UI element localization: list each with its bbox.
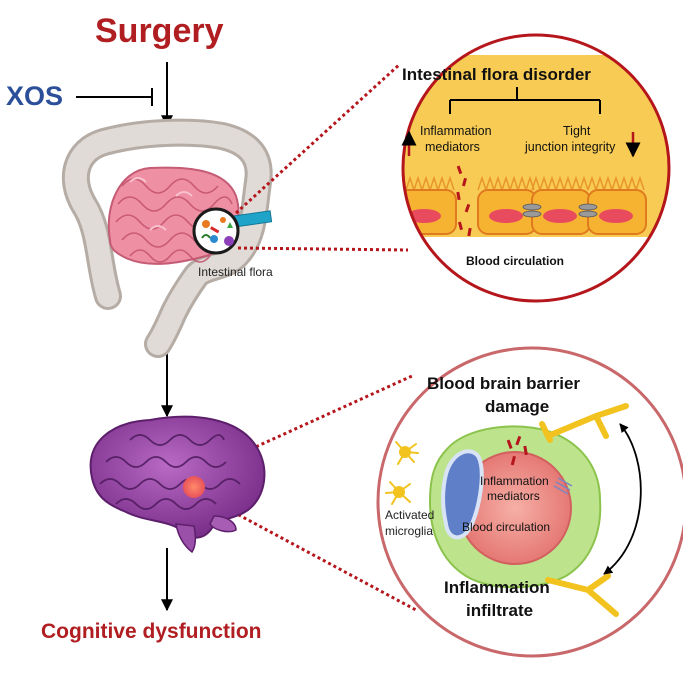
brain-illustration (89, 415, 266, 554)
leaking-mediators (456, 165, 472, 237)
gut-zoom-circle (401, 33, 671, 303)
leader-gut-bottom (237, 246, 409, 252)
bracket (449, 87, 601, 114)
gut-zoom-title: Intestinal flora disorder (402, 65, 591, 84)
tight-junction-label-1: Tight (563, 124, 591, 138)
activated-microglia-label-2: microglia (385, 524, 434, 538)
xos-inhibition (76, 88, 153, 106)
brain-lesion (183, 476, 205, 498)
activated-microglia-icon (385, 441, 419, 505)
brain-blood-circulation-label: Blood circulation (462, 520, 551, 534)
xos-label: XOS (6, 81, 64, 111)
inflammation-mediators-label-1: Inflammation (420, 124, 492, 138)
microglia-bottom (545, 573, 619, 617)
brain-zoom-circle (376, 346, 683, 658)
brain-mediators-label-2: mediators (487, 489, 540, 503)
intestinal-flora-label: Intestinal flora (198, 265, 273, 279)
bbb-damage-label-2: damage (485, 397, 550, 416)
bbb-damage-label-1: Blood brain barrier (427, 374, 581, 393)
leader-gut-top (234, 62, 402, 215)
inflammation-infiltrate-label-1: Inflammation (444, 578, 550, 597)
tight-junction-label-2: junction integrity (525, 140, 616, 154)
circulation-arrow (603, 423, 642, 575)
inflammation-infiltrate-label-2: infiltrate (466, 601, 534, 620)
intestine-illustration (61, 118, 273, 358)
outcome-label: Cognitive dysfunction (41, 620, 262, 643)
surgery-label: Surgery (95, 12, 224, 50)
brain-mediators-label-1: Inflammation (480, 474, 549, 488)
inflammation-mediators-label-2: mediators (425, 140, 480, 154)
activated-microglia-label-1: Activated (385, 508, 435, 522)
epithelial-cells (403, 175, 647, 235)
flora-magnifier (192, 207, 240, 255)
blood-circulation-label: Blood circulation (466, 254, 565, 268)
